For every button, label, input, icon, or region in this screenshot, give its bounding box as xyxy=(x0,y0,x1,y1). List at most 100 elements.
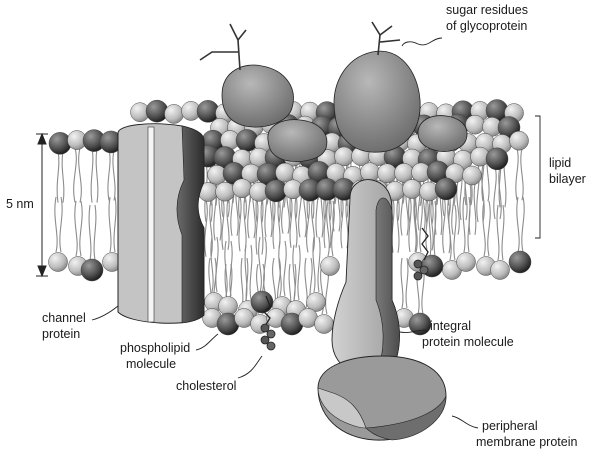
leader-cholesterol xyxy=(237,355,263,379)
channel-protein xyxy=(117,123,205,324)
lipid-tail xyxy=(283,240,287,297)
lipid-tail xyxy=(419,196,423,253)
lipid-tail xyxy=(204,199,208,257)
lipid-head xyxy=(509,130,529,151)
lipid-tail xyxy=(408,196,412,253)
lipid-tail xyxy=(468,183,472,235)
lipid-tail xyxy=(243,196,247,252)
cholesterol-molecule-upper xyxy=(413,227,429,281)
label-lipid-1: lipid xyxy=(549,156,571,170)
lipid-head xyxy=(250,290,274,314)
lipid-tail xyxy=(317,236,321,293)
lipid-tail xyxy=(430,199,434,251)
lipid-head xyxy=(314,314,334,334)
lipid-tail xyxy=(400,257,404,309)
lipid-tail xyxy=(258,236,262,293)
lipid-head xyxy=(485,147,509,171)
cholesterol-molecule-lower xyxy=(260,295,276,351)
glycoprotein-right xyxy=(333,21,421,153)
lipid-tail xyxy=(113,196,117,253)
peripheral-protein xyxy=(317,355,447,441)
lipid-head xyxy=(334,146,354,167)
lipid-tail xyxy=(306,197,310,253)
lipid-tail xyxy=(108,196,112,253)
surface-protein-right xyxy=(417,115,468,152)
lipid-head xyxy=(456,252,476,272)
label-peripheral-2: membrane protein xyxy=(476,435,577,449)
lipid-tail xyxy=(226,199,230,250)
leader-channel xyxy=(91,305,119,321)
lipid-tail xyxy=(516,196,520,253)
lipid-tail xyxy=(277,198,281,250)
lipid-tail xyxy=(90,148,94,203)
lower-leaflet-tails xyxy=(54,196,525,315)
lipid-tail xyxy=(453,204,457,261)
label-phospholipid-2: molecule xyxy=(126,357,176,371)
lipid-tail xyxy=(456,181,460,235)
lipid-tail xyxy=(400,180,404,236)
lipid-tail xyxy=(294,197,298,248)
sugar-chain-left xyxy=(199,23,247,71)
lipid-tail xyxy=(481,164,485,223)
lipid-tail xyxy=(260,199,264,255)
lipid-tail xyxy=(312,236,316,293)
glycoprotein-left xyxy=(199,23,294,128)
lipid-tail xyxy=(107,149,111,201)
lipid-tail xyxy=(224,240,228,297)
lipid-tail xyxy=(501,204,505,261)
lipid-tail xyxy=(95,148,99,203)
lipid-tail xyxy=(405,257,409,309)
label-channel-2: protein xyxy=(42,327,80,341)
label-thickness: 5 nm xyxy=(6,197,34,211)
sugar-chain-right xyxy=(371,21,401,56)
lipid-tail xyxy=(447,196,451,254)
lipid-tail xyxy=(272,198,276,250)
leader-phospholipid xyxy=(195,333,219,351)
lipid-head xyxy=(490,260,510,280)
lipid-tail xyxy=(323,197,327,249)
lipid-tail xyxy=(93,204,97,261)
lipid-head xyxy=(320,256,340,276)
lipid-head xyxy=(80,258,104,282)
lipid-head xyxy=(462,165,482,186)
lipid-head xyxy=(275,162,295,183)
lipid-tail xyxy=(428,200,432,257)
label-sugar-residues-2: of glycoprotein xyxy=(446,19,527,33)
lipid-head xyxy=(408,312,432,336)
label-cholesterol: cholesterol xyxy=(176,379,236,393)
lipid-tail xyxy=(78,147,82,203)
lipid-tail xyxy=(496,204,500,261)
lipid-head xyxy=(48,132,72,155)
lipid-tail xyxy=(61,151,65,203)
lipid-tail xyxy=(328,197,332,249)
lipid-tail xyxy=(493,166,497,220)
lipid-tail xyxy=(340,197,344,249)
label-sugar-residues-1: sugar residues xyxy=(446,3,528,17)
label-integral-1: integral xyxy=(430,319,471,333)
lipid-tail xyxy=(88,204,92,261)
lipid-tail xyxy=(255,199,259,255)
lipid-tail xyxy=(425,199,429,251)
lipid-tail xyxy=(442,196,446,254)
lipid-tail xyxy=(311,197,315,253)
lipid-tail xyxy=(221,199,225,250)
label-integral-2: protein molecule xyxy=(422,335,514,349)
thickness-bracket xyxy=(36,132,48,278)
lipid-tail xyxy=(263,236,267,293)
leader-peripheral xyxy=(451,415,479,429)
lipid-tail xyxy=(462,196,466,253)
labels: sugar residues of glycoprotein lipid bil… xyxy=(6,3,586,449)
lipid-head xyxy=(434,177,458,201)
lipid-tail xyxy=(413,196,417,253)
lipid-tail xyxy=(249,244,253,301)
lipid-tail xyxy=(210,236,214,293)
lipid-tail xyxy=(112,149,116,201)
lipid-head xyxy=(377,163,397,183)
lipid-tail xyxy=(498,166,502,220)
lipid-head xyxy=(508,250,532,274)
lipid-tail xyxy=(487,200,491,257)
lipid-tail xyxy=(521,196,525,253)
lipid-head xyxy=(360,162,380,182)
surface-protein-center xyxy=(267,119,328,162)
